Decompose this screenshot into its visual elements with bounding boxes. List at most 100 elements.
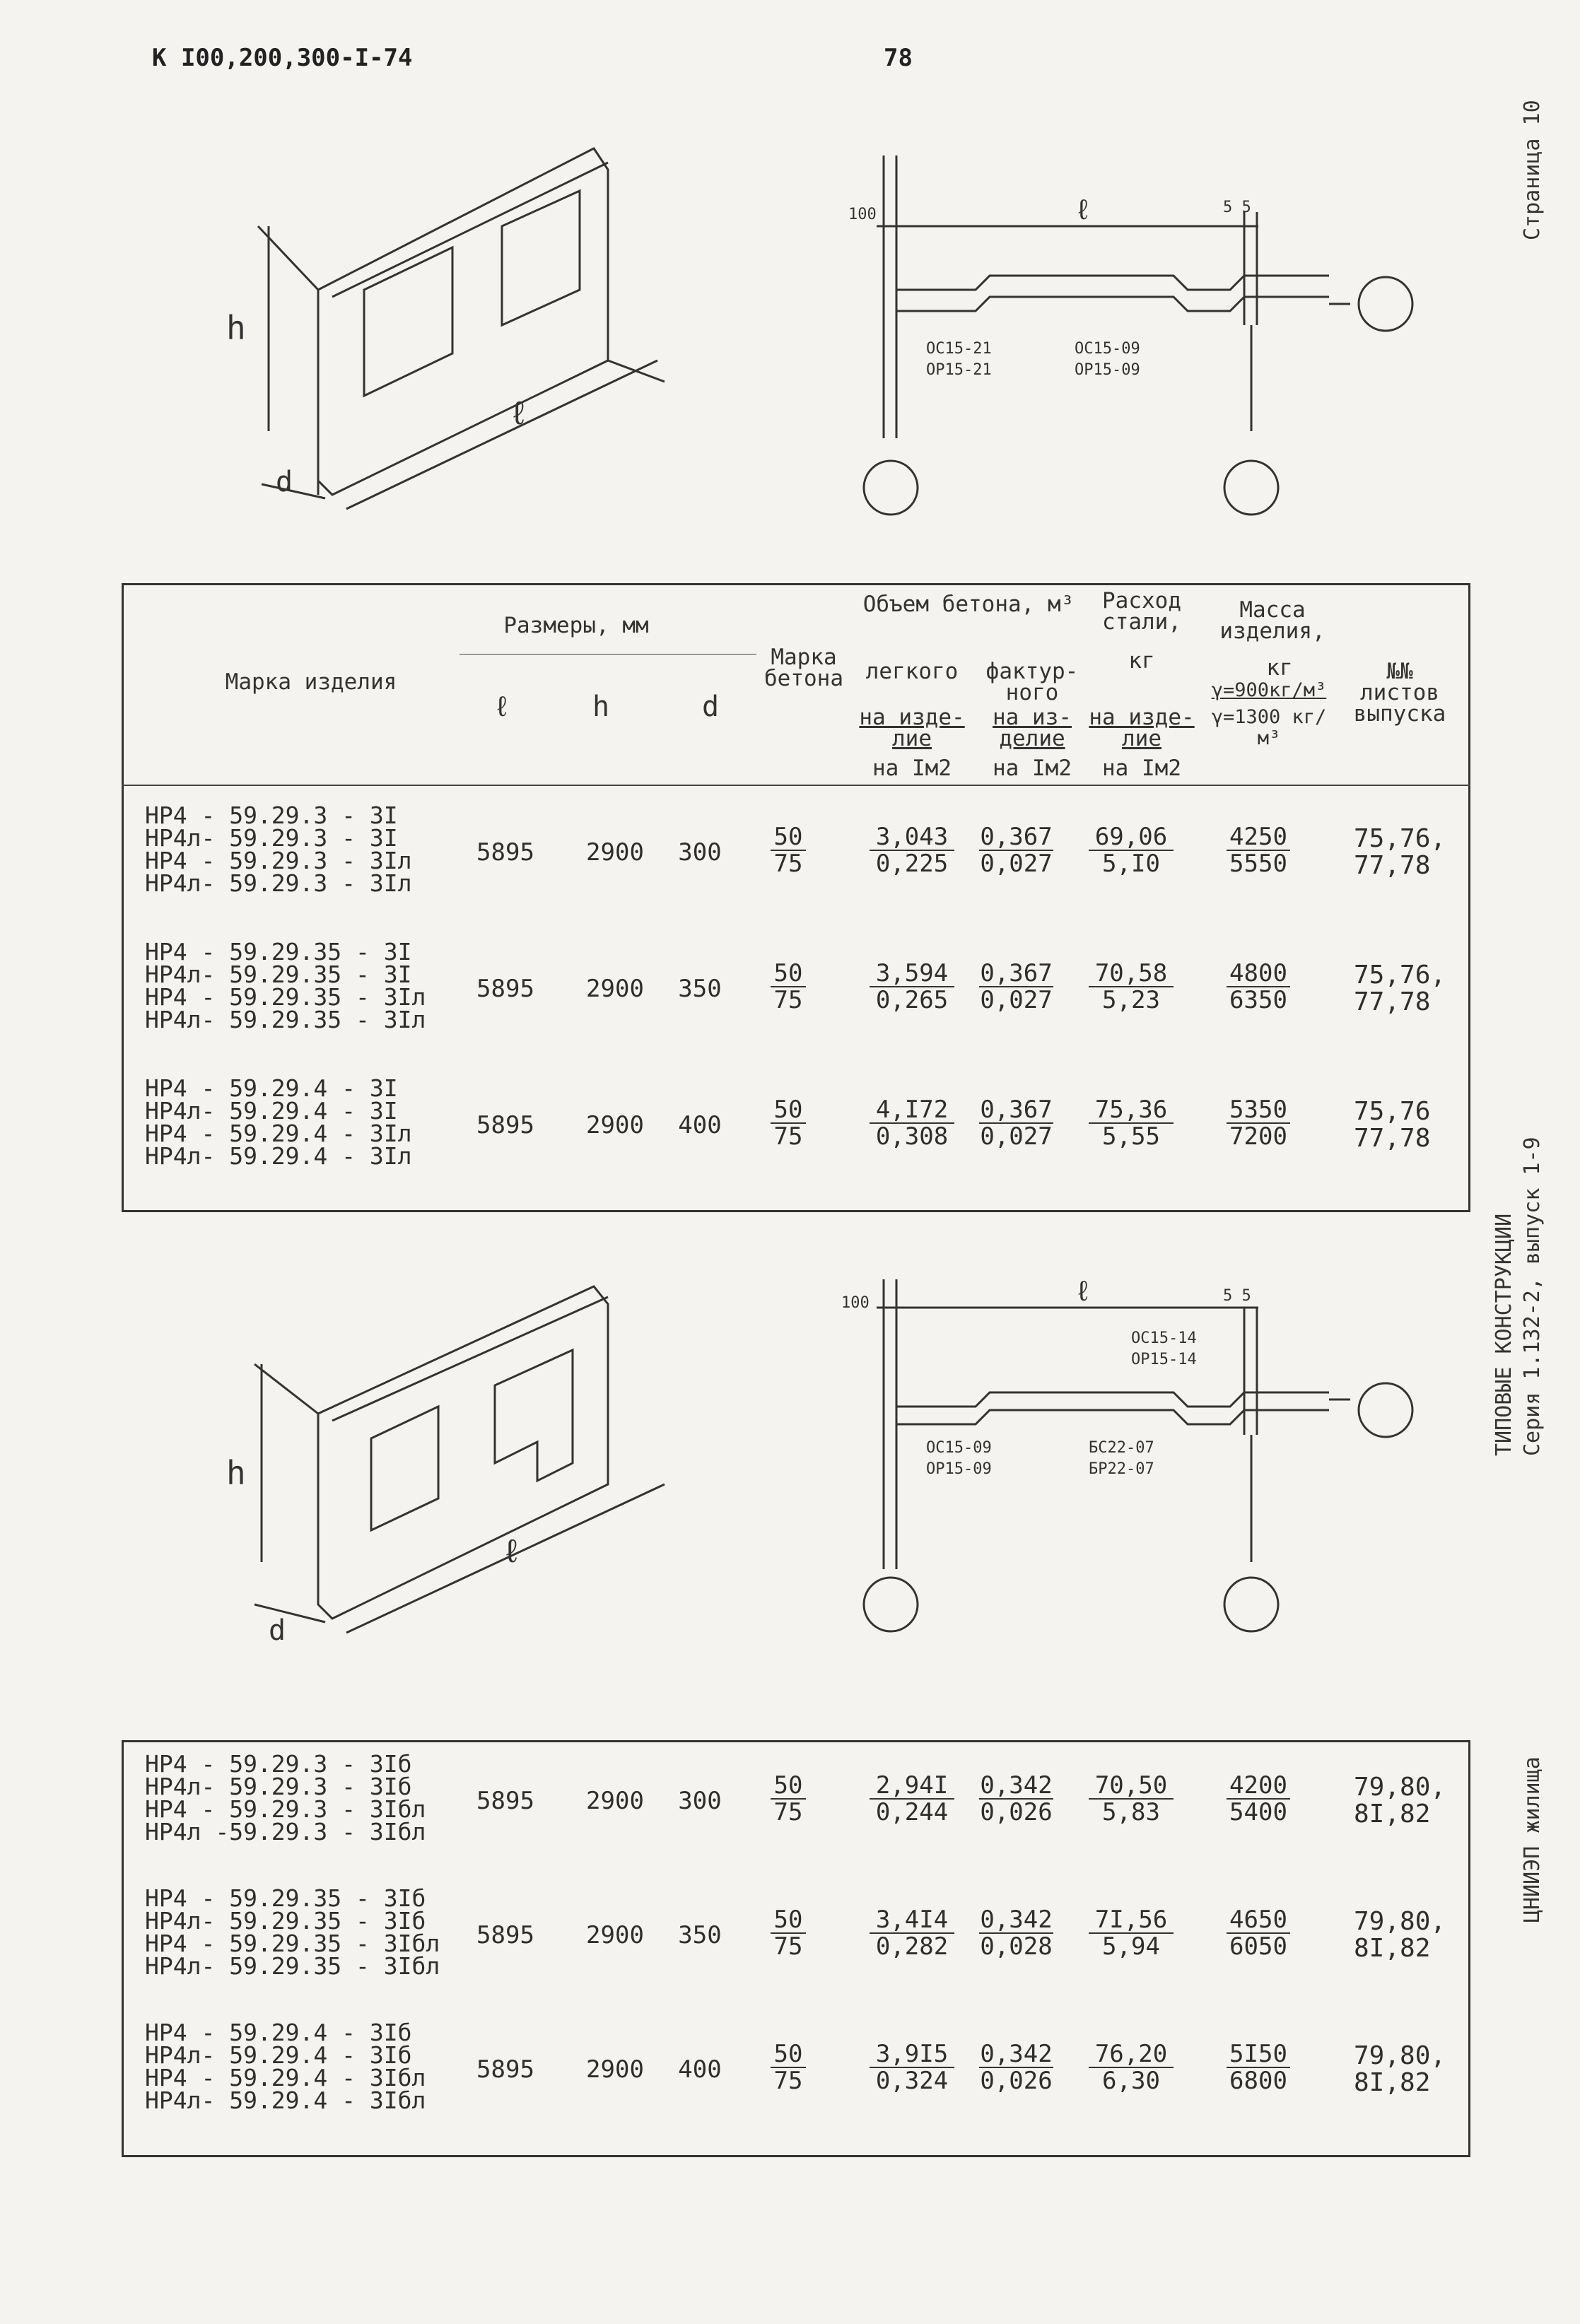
cell-h: 2900 [586, 838, 644, 867]
cell-sheets: 79,80, 8I,82 [1354, 1773, 1446, 1829]
cell-mass-bottom: 5550 [1229, 850, 1287, 878]
panel-isometric-drawing-1: h ℓ d [226, 147, 665, 510]
cell-mass-bottom: 6800 [1229, 2067, 1287, 2095]
cell-light-volume-top: 3,4I4 [870, 1907, 954, 1934]
dim-d-label: d [276, 466, 293, 498]
cell-light-volume-top: 3,594 [870, 961, 954, 987]
col-header-facing-per-item: на из-делие [993, 705, 1072, 751]
col-header-light-per-item: на изде-лие [859, 705, 965, 751]
cell-facing-volume-top: 0,342 [979, 2040, 1053, 2068]
col-header-d: d [701, 691, 720, 723]
col-header-sizes: Размеры, мм [503, 613, 649, 638]
col-header-light-per-m2: на Iм2 [872, 756, 952, 781]
cell-l: 5895 [476, 1787, 534, 1815]
cell-concrete-mark-bottom: 75 [773, 850, 803, 878]
cell-sheets: 75,76 77,78 [1354, 1097, 1431, 1153]
cell-l: 5895 [476, 1111, 534, 1139]
cell-d: 400 [678, 2055, 722, 2084]
cell-steel-bottom: 6,30 [1102, 2067, 1160, 2095]
col-header-l: ℓ [493, 691, 510, 723]
cell-concrete-mark-top: 50 [771, 961, 806, 987]
col-header-steel-unit: кг [1128, 648, 1155, 674]
cell-h: 2900 [586, 975, 644, 1003]
cell-facing-volume-bottom: 0,027 [980, 850, 1053, 878]
cell-mass-bottom: 7200 [1229, 1122, 1287, 1151]
cell-concrete-mark-top: 50 [771, 824, 806, 851]
cell-light-volume-bottom: 0,308 [875, 1122, 949, 1151]
dim-l-label-2: ℓ [502, 1532, 522, 1570]
cell-mass-bottom: 6350 [1229, 986, 1287, 1014]
row-marks: НР4 - 59.29.3 - 3Iб НР4л- 59.29.3 - 3Iб … [145, 1750, 426, 1845]
col-header-h: h [592, 691, 610, 723]
col-header-mark: Марка изделия [225, 669, 397, 695]
bot-tag-2b: БР22-07 [1089, 1460, 1154, 1478]
institute-name: ЦНИИЭП жилища [1520, 1756, 1545, 1923]
top-tag-1b: ОР15-21 [926, 361, 992, 379]
cell-steel-bottom: 5,55 [1102, 1122, 1160, 1151]
col-header-concrete-mark: Марка бетона [764, 645, 843, 691]
cell-light-volume-top: 2,94I [870, 1773, 954, 1800]
panel-isometric-drawing-2: h ℓ d [226, 1285, 665, 1647]
col-header-volume: Объем бетона, м³ [862, 592, 1075, 617]
col-header-steel: Расход стали, [1102, 588, 1181, 635]
cell-mass-bottom: 5400 [1229, 1798, 1287, 1826]
bot-dim-l: ℓ [1075, 1275, 1092, 1308]
cell-concrete-mark-bottom: 75 [773, 2067, 803, 2095]
cell-h: 2900 [586, 1111, 644, 1139]
cell-steel-top: 70,50 [1089, 1773, 1174, 1800]
dim-l-label: ℓ [509, 394, 529, 432]
col-header-light: легкого [865, 659, 959, 684]
bot-dim-55: 5 5 [1223, 1287, 1251, 1305]
sizes-rule [460, 654, 756, 655]
cell-mass-bottom: 6050 [1229, 1932, 1287, 1961]
section-detail-drawing-2: 100 ℓ 5 5 ОС15-14 ОР15-14 ОС15-09 ОР15-0… [841, 1275, 1414, 1633]
cell-steel-top: 76,20 [1089, 2041, 1174, 2068]
cell-h: 2900 [586, 1787, 644, 1815]
cell-mass-top: 4250 [1227, 824, 1290, 851]
cell-mass-top: 4800 [1227, 961, 1290, 987]
cell-steel-bottom: 5,I0 [1102, 850, 1160, 878]
row-marks: НР4 - 59.29.35 - 3Iб НР4л- 59.29.35 - 3I… [145, 1884, 440, 1980]
cell-l: 5895 [476, 838, 534, 867]
cell-light-volume-bottom: 0,265 [875, 986, 949, 1014]
cell-concrete-mark-bottom: 75 [773, 986, 803, 1014]
cell-d: 350 [678, 1921, 722, 1949]
cell-facing-volume-top: 0,342 [979, 1771, 1053, 1800]
cell-concrete-mark-top: 50 [771, 2041, 806, 2068]
cell-d: 300 [678, 1787, 722, 1815]
cell-concrete-mark-bottom: 75 [773, 1798, 803, 1826]
cell-steel-bottom: 5,94 [1102, 1932, 1160, 1961]
page-number: 78 [884, 44, 913, 72]
series-title: ТИПОВЫЕ КОНСТРУКЦИИ [1492, 1213, 1516, 1456]
cell-light-volume-top: 3,043 [870, 824, 954, 851]
top-dim-55: 5 5 [1223, 199, 1251, 216]
cell-h: 2900 [586, 2055, 644, 2084]
cell-light-volume-bottom: 0,282 [875, 1932, 949, 1961]
row-marks: НР4 - 59.29.35 - 3I НР4л- 59.29.35 - 3I … [145, 938, 426, 1033]
dim-d-label-2: d [269, 1614, 286, 1647]
dim-h-label: h [226, 309, 246, 347]
cell-sheets: 75,76, 77,78 [1354, 961, 1446, 1016]
cell-concrete-mark-top: 50 [771, 1907, 806, 1934]
cell-facing-volume-top: 0,367 [979, 959, 1053, 987]
bot-tag-2a: БС22-07 [1089, 1439, 1154, 1457]
cell-facing-volume-bottom: 0,028 [980, 1932, 1053, 1961]
cell-sheets: 75,76, 77,78 [1354, 824, 1446, 880]
cell-facing-volume-bottom: 0,026 [980, 2067, 1053, 2095]
